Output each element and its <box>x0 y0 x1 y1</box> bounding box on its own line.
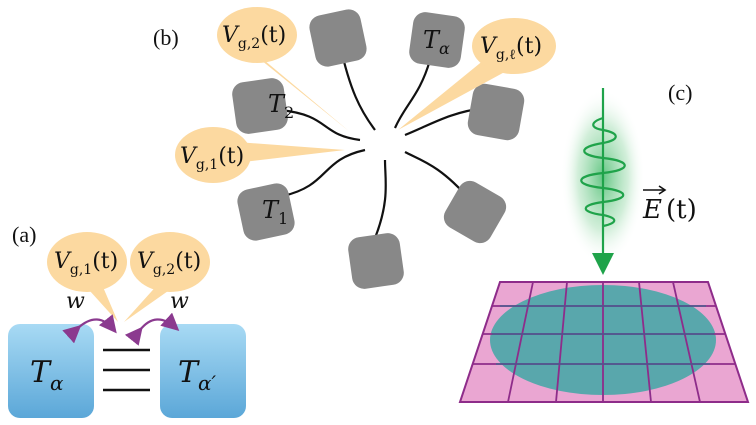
bubble-vg1 <box>175 127 251 183</box>
bubble-a-vg1 <box>47 232 127 292</box>
lead-t1 <box>237 183 295 241</box>
lead-bottom <box>348 233 404 289</box>
panel-b-label: (b) <box>153 25 179 50</box>
bubble-vg2-label: Vg,2(t) <box>222 23 286 52</box>
spot-grid-overlay <box>492 305 714 365</box>
coupling-w-left: w <box>66 289 85 314</box>
panel-b-bubbles <box>175 7 556 183</box>
bubble-vg1-label: Vg,1(t) <box>180 144 244 173</box>
lead-top-left <box>309 9 367 67</box>
lead-t2 <box>232 78 288 134</box>
lead-talpha <box>409 12 465 68</box>
lead-a-left <box>8 324 94 418</box>
coupling-arrow-right <box>124 312 180 346</box>
pulse-wave <box>580 116 626 228</box>
bubble-a-vg2 <box>130 232 210 292</box>
coupling-arrows <box>62 312 180 346</box>
dot-levels <box>103 348 150 392</box>
lead-a-left-label: Tα <box>30 355 64 395</box>
bubble-a-vg1-label: Vg,1(t) <box>54 249 118 278</box>
lead-a-right-label: Tα′ <box>178 355 217 395</box>
panel-b-leads <box>232 9 525 289</box>
bubble-vgl <box>472 18 556 74</box>
lead-t1-label: T1 <box>262 196 288 228</box>
wire-t2 <box>279 108 361 142</box>
lead-right-lower <box>443 180 507 244</box>
panel-c-label: (c) <box>668 80 692 105</box>
field-label: E(t) <box>642 195 697 225</box>
bubble-vgl-label: Vg,ℓ(t) <box>480 34 542 63</box>
panel-c: (c) E(t) <box>458 80 750 403</box>
panel-a-label: (a) <box>12 222 36 247</box>
lead-a-right <box>160 324 246 418</box>
coupling-w-right: w <box>170 289 189 314</box>
field-vector-arrow <box>643 185 667 195</box>
coupling-arrow-left <box>62 314 117 344</box>
lead-t2-label: T2 <box>268 90 294 122</box>
bubble-vgl-pointer <box>398 55 512 130</box>
lead-talpha-label: Tα <box>423 26 450 58</box>
wire-bottom <box>373 159 387 239</box>
bubble-a-vg2-pointer <box>124 282 178 322</box>
panel-b: (b) <box>153 7 556 289</box>
panel-a: (a) Vg,1(t) Vg,2(t) Tα Tα′ w w <box>8 222 246 418</box>
panel-a-bubbles <box>47 232 210 322</box>
wire-t1 <box>282 148 366 198</box>
bubble-a-vg2-label: Vg,2(t) <box>137 249 201 278</box>
bubble-vg2 <box>217 7 297 63</box>
wire-talpha <box>393 59 432 129</box>
lead-right-upper <box>467 83 525 141</box>
